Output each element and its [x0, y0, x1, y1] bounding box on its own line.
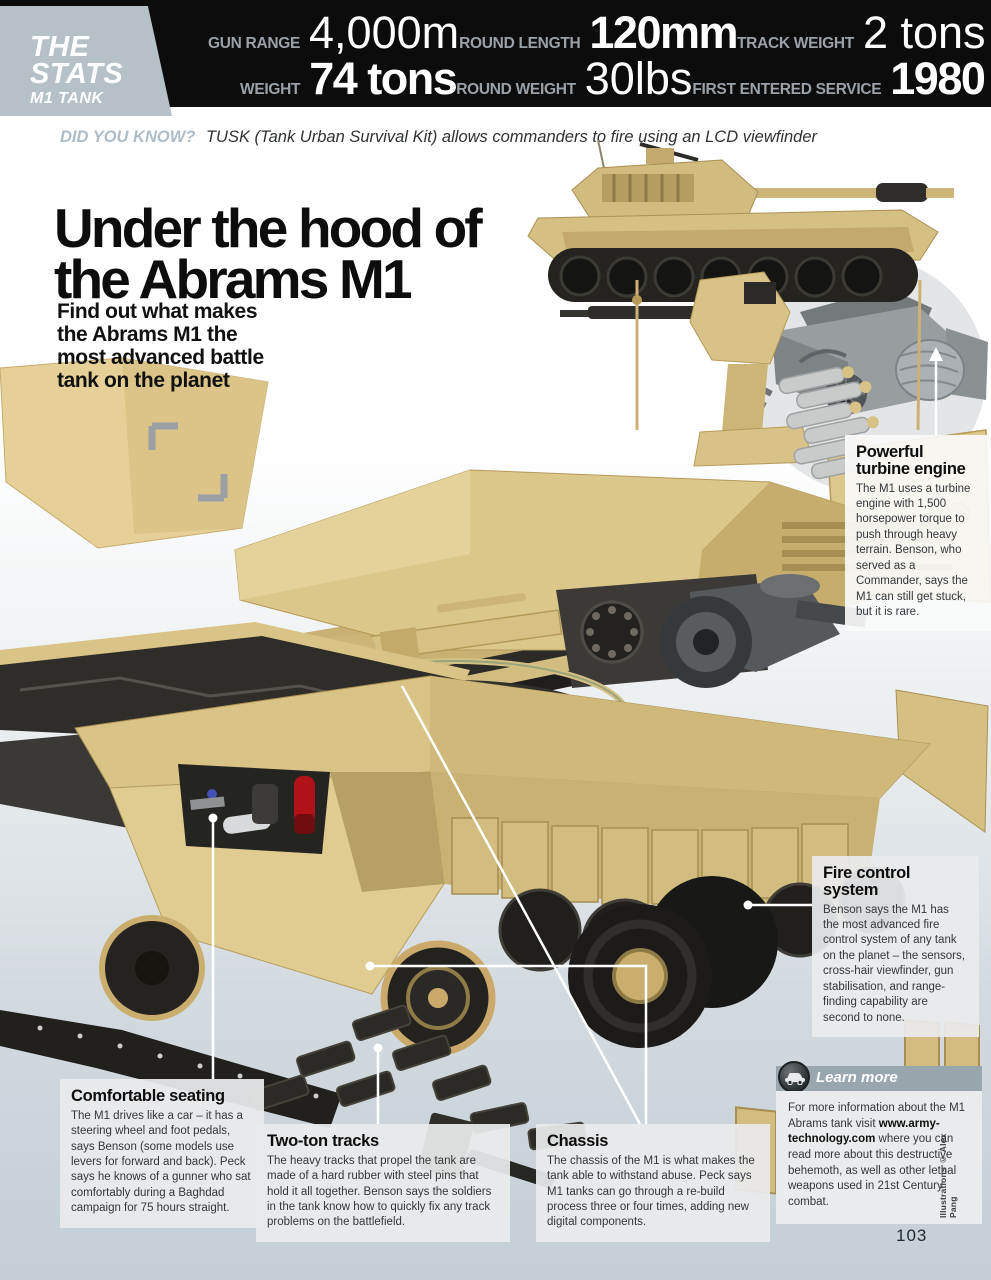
stat-value: 30lbs [584, 53, 693, 104]
stat-value: 120mm [589, 7, 738, 58]
standfirst-line: Find out what makes [57, 300, 258, 323]
machine-gun-assembly [560, 271, 922, 467]
callout-connector-lines [211, 360, 938, 1125]
callout-title: Fire control system [823, 864, 911, 899]
stat-label: WEIGHT [240, 81, 301, 98]
callout-turbine-engine: Powerful turbine engine The M1 uses a tu… [845, 435, 991, 632]
hull [0, 622, 989, 995]
stats-bar: GUN RANGE 4,000m ROUND LENGTH 120mm TRAC… [0, 0, 991, 116]
tab-line-stats: STATS [30, 57, 124, 90]
callout-body: The M1 drives like a car – it has a stee… [71, 1109, 251, 1215]
stat-label: FIRST ENTERED SERVICE [692, 81, 882, 98]
did-you-know-line: DID YOU KNOW? TUSK (Tank Urban Survival … [60, 128, 817, 147]
learn-more-text-post: where you can read more about this destr… [788, 1133, 957, 1208]
stat-weight: WEIGHT 74 tons [240, 53, 458, 104]
standfirst-line: the Abrams M1 the [57, 323, 238, 347]
callout-title: Chassis [547, 1132, 609, 1150]
standfirst-line: most advanced battle [57, 346, 264, 370]
stat-round-length: ROUND LENGTH 120mm [459, 7, 738, 58]
small-tank-side-view [527, 139, 954, 302]
page-number: 103 [896, 1226, 928, 1245]
armor-shield-piece [0, 357, 269, 549]
learn-more-body: For more information about the M1 Abrams… [776, 1091, 982, 1225]
callout-body: The M1 uses a turbine engine with 1,500 … [856, 482, 971, 618]
stat-label: ROUND LENGTH [459, 35, 581, 52]
stat-round-weight: ROUND WEIGHT 30lbs [456, 56, 692, 101]
illustration-credit: Illustrations © Alex Pang [938, 1133, 958, 1218]
stat-value: 2 tons [862, 7, 986, 58]
stat-gun-range: GUN RANGE 4,000m [208, 10, 459, 55]
callout-body: Benson says the M1 has the most advanced… [823, 903, 965, 1024]
stat-value: 4,000m [309, 7, 460, 58]
stat-value: 1980 [890, 53, 986, 104]
callout-comfortable-seating: Comfortable seating The M1 drives like a… [60, 1079, 264, 1228]
car-icon [778, 1061, 810, 1093]
stat-track-weight: TRACK WEIGHT 2 tons [737, 10, 986, 55]
title-line-1: Under the hood of [54, 196, 483, 259]
stat-label: TRACK WEIGHT [737, 35, 854, 52]
stat-value: 74 tons [309, 53, 458, 104]
exploded-tank [0, 271, 991, 1201]
stats-row-2: WEIGHT 74 tons ROUND WEIGHT 30lbs FIRST … [240, 53, 986, 104]
learn-more-header: Learn more [776, 1061, 982, 1093]
callout-body: The heavy tracks that propel the tank ar… [267, 1154, 492, 1229]
connector-dots [208, 347, 943, 1053]
tab-line-the: THE [30, 31, 90, 63]
standfirst: Find out what makes the Abrams M1 the mo… [57, 300, 264, 392]
callout-chassis: Chassis The chassis of the M1 is what ma… [536, 1124, 770, 1242]
callout-title: Comfortable seating [71, 1087, 225, 1105]
did-you-know-text: TUSK (Tank Urban Survival Kit) allows co… [205, 128, 818, 146]
army-technology-url: www.army-technology.com [788, 1117, 940, 1146]
the-stats-tab: THE STATS M1 TANK [0, 6, 172, 116]
standfirst-line: tank on the planet [57, 369, 230, 393]
callout-fire-control: Fire control system Benson says the M1 h… [812, 856, 979, 1037]
callout-title: Two-ton tracks [267, 1132, 379, 1150]
callout-body: The chassis of the M1 is what makes the … [547, 1154, 755, 1229]
page-title: Under the hood of the Abrams M1 [54, 196, 483, 310]
title-line-2: the Abrams M1 [54, 247, 413, 310]
learn-more-text-pre: For more information about the M1 Abrams… [788, 1102, 966, 1130]
tab-line-m1-tank: M1 TANK [30, 90, 104, 108]
hull-turbine-engine [660, 574, 868, 688]
did-you-know-label: DID YOU KNOW? [60, 128, 196, 146]
stats-row-1: GUN RANGE 4,000m ROUND LENGTH 120mm TRAC… [208, 7, 986, 58]
callout-title: Powerful turbine engine [856, 443, 966, 478]
learn-more-label: Learn more [816, 1069, 898, 1086]
stat-service-year: FIRST ENTERED SERVICE 1980 [692, 53, 986, 104]
callout-two-ton-tracks: Two-ton tracks The heavy tracks that pro… [256, 1124, 510, 1242]
stat-label: GUN RANGE [208, 35, 301, 52]
stat-label: ROUND WEIGHT [456, 81, 576, 98]
